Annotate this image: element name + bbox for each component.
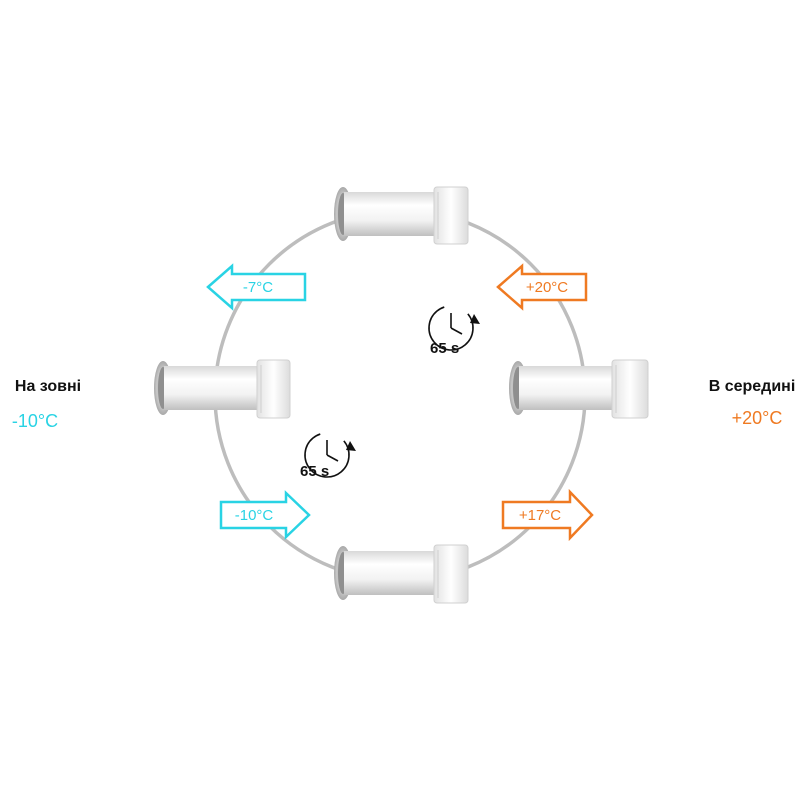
clock-icon: [304, 432, 356, 478]
timer-upper-label: 65 s: [430, 340, 459, 357]
arrow-supply-in-label: -10°C: [235, 507, 274, 524]
ventilator-unit-top: [334, 186, 469, 245]
arrow-exhaust-out: -7°C: [206, 263, 307, 311]
right-arrow-icon: [501, 488, 594, 542]
ventilator-unit-right: [509, 359, 649, 419]
arrow-exhaust-out-label: -7°C: [243, 279, 273, 296]
arrow-supply-out-label: +17°C: [519, 507, 561, 524]
arrow-supply-in: -10°C: [219, 490, 311, 540]
timer-lower-label: 65 s: [300, 463, 329, 480]
timer-lower: 65 s: [300, 432, 356, 480]
inside-temp: +20°C: [732, 408, 783, 428]
ventilator-unit-bottom: [334, 544, 469, 604]
inside-block: В середині +20°C: [709, 378, 796, 428]
outside-block: На зовні -10°C: [12, 378, 81, 431]
arrow-exhaust-in-label: +20°C: [526, 279, 568, 296]
ventilator-unit-left: [154, 359, 291, 419]
arrow-supply-out: +17°C: [501, 488, 594, 542]
arrow-exhaust-in: +20°C: [496, 263, 588, 311]
outside-temp: -10°C: [12, 411, 58, 431]
inside-title: В середині: [709, 378, 796, 395]
right-arrow-icon: [219, 490, 311, 540]
timer-upper: 65 s: [428, 305, 480, 357]
clock-icon: [428, 305, 480, 351]
outside-title: На зовні: [15, 378, 81, 395]
left-arrow-icon: [206, 263, 307, 311]
left-arrow-icon: [496, 263, 588, 311]
